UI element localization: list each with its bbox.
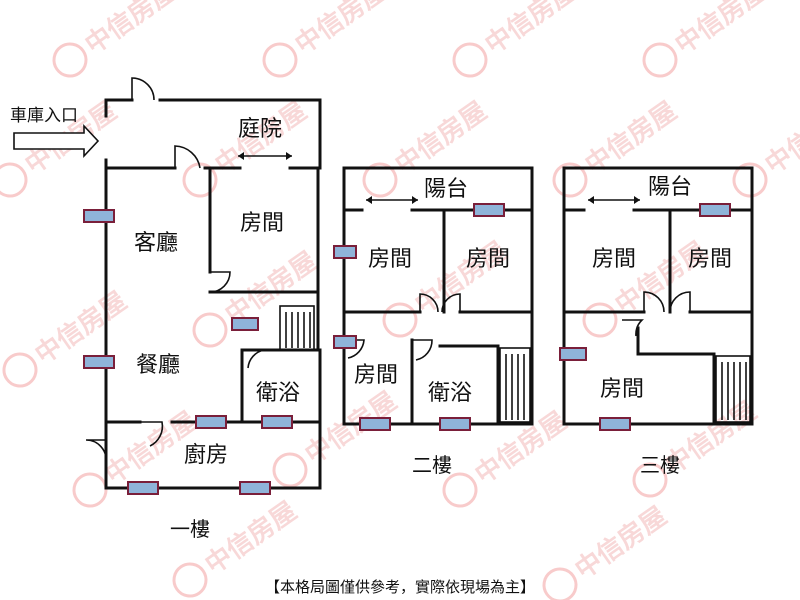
room-label-bedroom-3: 房間 [354, 363, 398, 388]
window-icon [359, 417, 391, 431]
window-icon [239, 481, 271, 495]
window-icon [699, 203, 731, 217]
window-icon [333, 245, 357, 259]
garage-entrance: 車庫入口 [10, 106, 100, 159]
sliding-door-arrow-icon [588, 196, 640, 204]
entrance-label: 車庫入口 [10, 106, 78, 126]
floor-name: 一樓 [170, 517, 210, 541]
watermark: 中信房屋 [182, 96, 312, 198]
watermark: 中信房屋 [632, 396, 762, 498]
watermark: 中信房屋 [642, 0, 772, 78]
window-icon [333, 335, 357, 349]
watermark: 中信房屋 [52, 0, 182, 78]
svg-text:中信房屋: 中信房屋 [470, 406, 572, 490]
svg-text:中信房屋: 中信房屋 [290, 0, 392, 60]
room-label-bathroom: 衛浴 [428, 381, 472, 406]
window-icon [231, 317, 259, 331]
room-label-bedroom-3: 房間 [600, 377, 644, 402]
room-label-bedroom: 房間 [240, 211, 284, 236]
window-icon [83, 209, 115, 223]
svg-text:中信房屋: 中信房屋 [570, 501, 672, 585]
svg-text:中信房屋: 中信房屋 [30, 286, 132, 370]
window-icon [599, 417, 631, 431]
watermark: 中信房屋 [452, 0, 582, 78]
svg-text:中信房屋: 中信房屋 [80, 0, 182, 60]
watermark: 中信房屋 [732, 96, 800, 198]
window-icon [127, 481, 159, 495]
sliding-door-arrow-icon [366, 196, 418, 204]
room-label-bathroom: 衛浴 [256, 381, 300, 406]
window-icon [195, 415, 227, 429]
svg-text:中信房屋: 中信房屋 [480, 0, 582, 60]
watermark: 中信房屋 [262, 0, 392, 78]
watermark: 中信房屋 [192, 246, 322, 348]
floor-2: 陽台 房間 房間 房間 衛浴 二樓 [333, 166, 534, 477]
room-label-dining-room: 餐廳 [136, 353, 180, 378]
watermark: 中信房屋 [2, 286, 132, 388]
room-label-kitchen: 廚房 [184, 443, 228, 468]
room-label-bedroom-2: 房間 [466, 247, 510, 272]
window-icon [559, 347, 587, 361]
floor-3: 陽台 房間 房間 房間 三樓 [559, 166, 754, 477]
window-icon [83, 355, 115, 369]
svg-text:中信房屋: 中信房屋 [670, 0, 772, 60]
svg-text:中信房屋: 中信房屋 [760, 96, 800, 180]
sliding-door-arrow-icon [238, 152, 292, 160]
disclaimer: 【本格局圖僅供參考，實際依現場為主】 [264, 578, 535, 596]
window-icon [261, 415, 293, 429]
room-label-bedroom-2: 房間 [688, 247, 732, 272]
entrance-arrow-icon [13, 123, 100, 159]
room-label-balcony: 陽台 [648, 175, 692, 200]
window-icon [473, 203, 505, 217]
window-icon [439, 417, 471, 431]
floor-1: 庭院 客廳 房間 餐廳 衛浴 廚房 一樓 [83, 77, 322, 541]
svg-text:中信房屋: 中信房屋 [200, 496, 302, 580]
room-label-bedroom-1: 房間 [592, 247, 636, 272]
room-label-courtyard: 庭院 [238, 117, 282, 142]
floor-name: 二樓 [412, 453, 452, 477]
room-label-living-room: 客廳 [134, 231, 178, 256]
floor-name: 三樓 [640, 453, 680, 477]
room-label-balcony: 陽台 [424, 177, 468, 202]
room-label-bedroom-1: 房間 [368, 247, 412, 272]
